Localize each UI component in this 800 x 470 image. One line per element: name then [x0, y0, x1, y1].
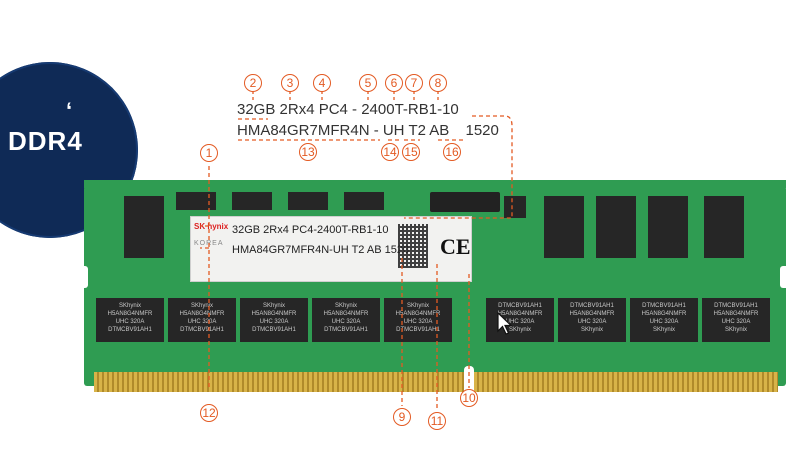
chip-brand: SKhynix — [190, 303, 213, 309]
chip-lot: DTMCBV91AH1 — [570, 303, 614, 309]
callout-3: 3 — [281, 74, 299, 92]
chip-lot: DTMCBV91AH1 — [108, 327, 152, 333]
chip-brand: SKhynix — [262, 303, 285, 309]
label-country: KOREA — [194, 240, 224, 247]
chip-code: UHC 320A — [403, 319, 433, 325]
callout-16: 16 — [443, 143, 461, 161]
callout-8: 8 — [429, 74, 447, 92]
dram-chip: SKhynix H5AN8G4NMFR UHC 320A DTMCBV91AH1 — [240, 298, 308, 342]
chip-model: H5AN8G4NMFR — [323, 311, 369, 317]
leader-line — [404, 115, 513, 219]
chip-brand: SKhynix — [118, 303, 141, 309]
dram-chip — [124, 196, 164, 258]
dram-chip: DTMCBV91AH1 H5AN8G4NMFR UHC 320A SKhynix — [702, 298, 770, 342]
chip-brand: SKhynix — [652, 327, 675, 333]
dram-chip — [544, 196, 584, 258]
callout-1: 1 — [200, 144, 218, 162]
chip-brand: SKhynix — [508, 327, 531, 333]
callout-15: 15 — [402, 143, 420, 161]
dram-chip: DTMCBV91AH1 H5AN8G4NMFR UHC 320A SKhynix — [486, 298, 554, 342]
dram-chip — [596, 196, 636, 258]
chip-model: H5AN8G4NMFR — [251, 311, 297, 317]
chip-model: H5AN8G4NMFR — [107, 311, 153, 317]
chip-code: UHC 320A — [649, 319, 679, 325]
callout-11: 11 — [428, 412, 446, 430]
chip-lot: DTMCBV91AH1 — [252, 327, 296, 333]
dram-chip: DTMCBV91AH1 H5AN8G4NMFR UHC 320A SKhynix — [630, 298, 698, 342]
spec-line-1: 32GB 2Rx4 PC4 - 2400T-RB1-10 — [237, 101, 459, 118]
chip-lot: DTMCBV91AH1 — [324, 327, 368, 333]
chip-lot: DTMCBV91AH1 — [396, 327, 440, 333]
callout-10: 10 — [460, 389, 478, 407]
callout-2: 2 — [244, 74, 262, 92]
spd-chip — [504, 196, 526, 218]
spec-line-2: HMA84GR7MFR4N - UH T2 AB 1520 — [237, 122, 499, 139]
ce-mark: CE — [440, 234, 471, 259]
pcb-top-edge — [84, 180, 786, 188]
chip-code: UHC 320A — [505, 319, 535, 325]
chip-model: H5AN8G4NMFR — [179, 311, 225, 317]
register-chip — [430, 192, 500, 212]
dram-chip — [232, 192, 272, 210]
mouse-cursor-icon — [497, 312, 513, 335]
dram-chip — [704, 196, 744, 258]
chip-model: H5AN8G4NMFR — [569, 311, 615, 317]
label-2d-barcode — [398, 224, 428, 268]
callout-5: 5 — [359, 74, 377, 92]
chip-code: UHC 320A — [115, 319, 145, 325]
chip-model: H5AN8G4NMFR — [395, 311, 441, 317]
chip-brand: SKhynix — [724, 327, 747, 333]
callout-12: 12 — [200, 404, 218, 422]
chip-code: UHC 320A — [259, 319, 289, 325]
spec-t2: T2 — [408, 122, 426, 139]
label-line-2: HMA84GR7MFR4N-UH T2 AB 1520 — [232, 244, 410, 256]
dram-chip — [648, 196, 688, 258]
label-line-1: 32GB 2Rx4 PC4-2400T-RB1-10 — [232, 224, 389, 236]
dram-chip: SKhynix H5AN8G4NMFR UHC 320A DTMCBV91AH1 — [312, 298, 380, 342]
callout-6: 6 — [385, 74, 403, 92]
callout-13: 13 — [299, 143, 317, 161]
right-side-notch — [780, 266, 790, 288]
chip-code: UHC 320A — [187, 319, 217, 325]
chip-model: H5AN8G4NMFR — [641, 311, 687, 317]
chip-code: UHC 320A — [331, 319, 361, 325]
chip-brand: SKhynix — [334, 303, 357, 309]
callout-7: 7 — [405, 74, 423, 92]
chip-model: H5AN8G4NMFR — [497, 311, 543, 317]
gold-contact-pins — [94, 372, 778, 392]
chip-brand: SKhynix — [406, 303, 429, 309]
left-side-notch — [78, 266, 88, 288]
badge-quote-mark: ‘ — [66, 98, 73, 123]
dram-chip: SKhynix H5AN8G4NMFR UHC 320A DTMCBV91AH1 — [96, 298, 164, 342]
chip-lot: DTMCBV91AH1 — [498, 303, 542, 309]
chip-lot: DTMCBV91AH1 — [714, 303, 758, 309]
chip-brand: SKhynix — [580, 327, 603, 333]
spec-ab: AB — [429, 122, 450, 139]
callout-9: 9 — [393, 408, 411, 426]
dram-chip: SKhynix H5AN8G4NMFR UHC 320A DTMCBV91AH1 — [168, 298, 236, 342]
chip-lot: DTMCBV91AH1 — [180, 327, 224, 333]
chip-lot: DTMCBV91AH1 — [642, 303, 686, 309]
callout-14: 14 — [381, 143, 399, 161]
label-brand-logo: SK hynix — [194, 222, 229, 231]
spec-date-code: 1520 — [465, 122, 499, 139]
chip-code: UHC 320A — [577, 319, 607, 325]
dram-chip — [176, 192, 216, 210]
ddr4-badge-label: DDR4 — [8, 126, 83, 156]
chip-model: H5AN8G4NMFR — [713, 311, 759, 317]
dram-chip: DTMCBV91AH1 H5AN8G4NMFR UHC 320A SKhynix — [558, 298, 626, 342]
dram-chip: SKhynix H5AN8G4NMFR UHC 320A DTMCBV91AH1 — [384, 298, 452, 342]
dram-chip — [344, 192, 384, 210]
chip-code: UHC 320A — [721, 319, 751, 325]
spec-part-number: HMA84GR7MFR4N - UH — [237, 122, 405, 139]
dram-chip — [288, 192, 328, 210]
callout-4: 4 — [313, 74, 331, 92]
